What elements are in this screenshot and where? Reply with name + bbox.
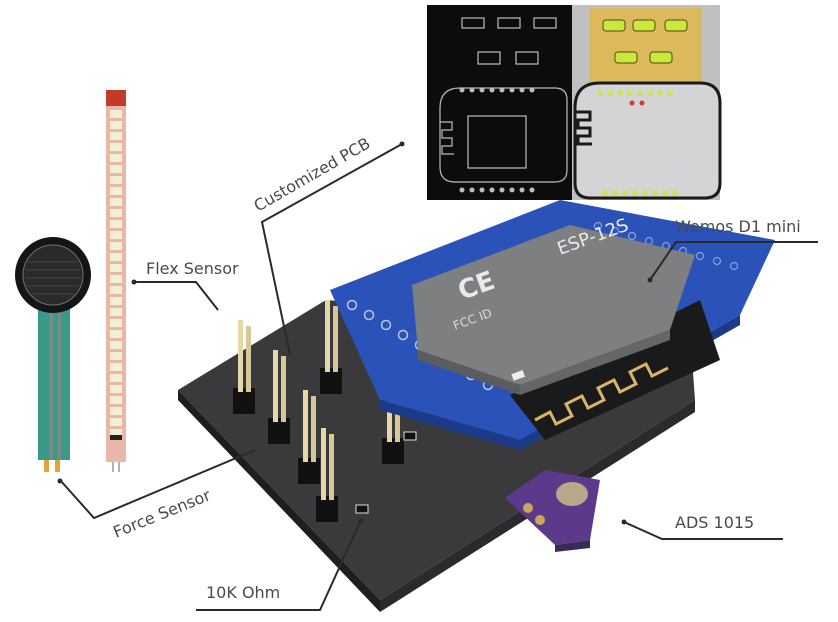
header-pin [321, 428, 326, 500]
header-housing [298, 458, 320, 484]
leader-customized-pcb [260, 143, 403, 356]
header-pin [238, 320, 243, 392]
header-pin [329, 434, 334, 500]
flex-segment [110, 308, 122, 316]
flex-segment [110, 396, 122, 404]
header-pin [303, 390, 308, 462]
pin-hole [627, 231, 637, 241]
wemos-d1-mini-board: ESP-12S CE FCC ID [330, 200, 775, 450]
resistor-10k [355, 504, 369, 514]
flex-segment [110, 363, 122, 371]
flex-segment [110, 429, 122, 437]
leader-force-sensor [59, 449, 256, 520]
flex-segment [110, 352, 122, 360]
header-pin [325, 300, 330, 372]
pin-hole [346, 299, 358, 311]
flex-segment [110, 407, 122, 415]
leader-10k-ohm [196, 521, 361, 611]
pcb-layout-inset [427, 5, 722, 200]
flex-segment [110, 176, 122, 184]
flex-segment [110, 253, 122, 261]
pcb-layout-dark [427, 5, 572, 200]
header-pin [246, 326, 251, 392]
flex-segment [110, 132, 122, 140]
flex-segment [110, 286, 122, 294]
leader-wemos [649, 241, 818, 281]
label-wemos-d1-mini: Wemos D1 mini [675, 217, 801, 236]
flex-segment [110, 275, 122, 283]
pin-hole [610, 226, 620, 236]
esp-module [412, 225, 695, 385]
flex-segment [110, 154, 122, 162]
label-ads1015: ADS 1015 [675, 513, 754, 532]
flex-segment [110, 264, 122, 272]
header-pin [273, 350, 278, 422]
flex-segment [110, 385, 122, 393]
flex-sensor-image [106, 90, 126, 472]
label-flex-sensor: Flex Sensor [146, 259, 239, 278]
flex-segment [110, 330, 122, 338]
flex-segment [110, 242, 122, 250]
header-pin [333, 306, 338, 372]
pin-hole [593, 221, 603, 231]
ads1015-module [505, 470, 600, 552]
header-housing [268, 418, 290, 444]
leader-flex-sensor [133, 281, 219, 311]
flex-segment [110, 341, 122, 349]
label-10k-ohm: 10K Ohm [206, 583, 280, 602]
header-pin [281, 356, 286, 422]
header-pin [311, 396, 316, 462]
pin-hole [380, 319, 392, 331]
header-housing [382, 438, 404, 464]
pin-hole [397, 329, 409, 341]
flex-segment [110, 187, 122, 195]
flex-segment [110, 220, 122, 228]
header-housing [320, 368, 342, 394]
flex-segment [110, 209, 122, 217]
pin-hole [729, 261, 739, 271]
header-housing [233, 388, 255, 414]
pin-hole [695, 251, 705, 261]
flex-segment [110, 198, 122, 206]
leader-lines [57, 141, 818, 611]
flex-segment [110, 297, 122, 305]
pin-hole [363, 309, 375, 321]
label-customized-pcb: Customized PCB [251, 133, 374, 215]
flex-segment [110, 374, 122, 382]
flex-segment [110, 121, 122, 129]
flex-segment [110, 418, 122, 426]
flex-segment [110, 110, 122, 118]
flex-segment [110, 165, 122, 173]
flex-segment [110, 231, 122, 239]
header-housing [316, 496, 338, 522]
flex-segment [110, 319, 122, 327]
leader-ads1015 [623, 521, 783, 540]
pin-hole [712, 256, 722, 266]
flex-segment [110, 143, 122, 151]
label-force-sensor: Force Sensor [110, 485, 213, 541]
force-sensor-image [15, 237, 91, 472]
